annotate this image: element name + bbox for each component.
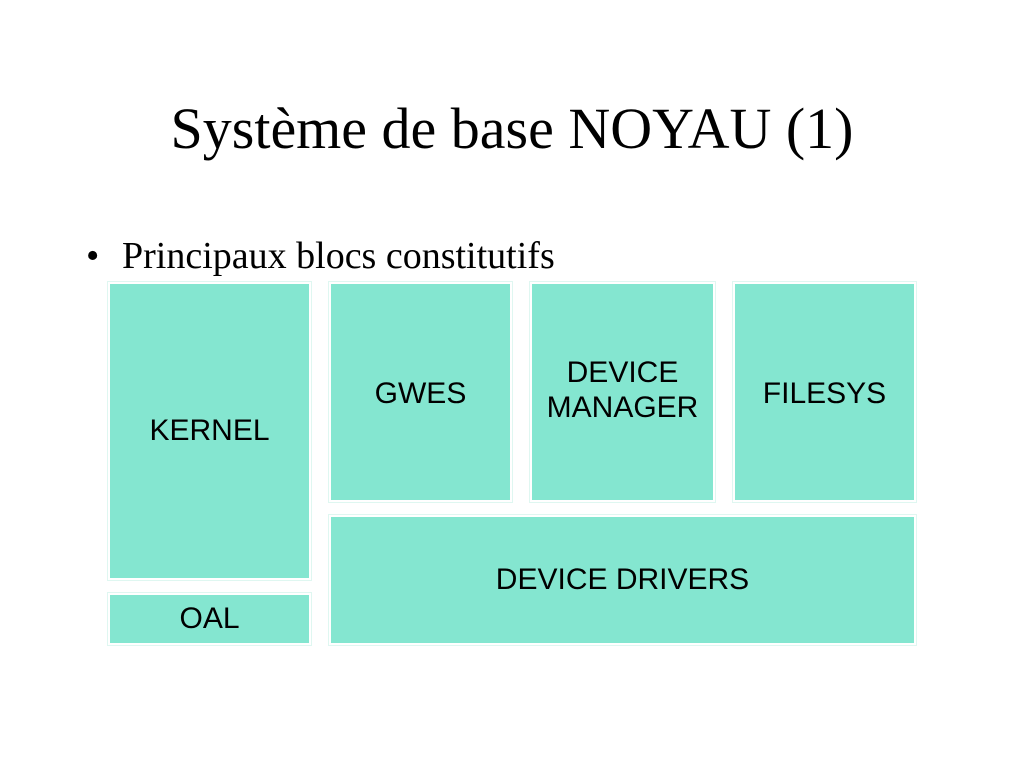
block-device-manager-label: DEVICE MANAGER bbox=[547, 355, 699, 425]
block-device-manager-line1: DEVICE bbox=[566, 356, 679, 389]
block-device-manager: DEVICE MANAGER bbox=[530, 282, 715, 502]
block-device-manager-line2: MANAGER bbox=[546, 391, 699, 425]
block-device-drivers: DEVICE DRIVERS bbox=[329, 515, 916, 645]
block-gwes-label: GWES bbox=[374, 377, 467, 410]
block-oal-label: OAL bbox=[179, 602, 240, 636]
block-gwes: GWES bbox=[329, 282, 512, 502]
block-kernel: KERNEL bbox=[108, 282, 311, 580]
slide-title: Système de base NOYAU (1) bbox=[170, 96, 854, 161]
block-kernel-label: KERNEL bbox=[149, 414, 270, 448]
block-filesys-label: FILESYS bbox=[762, 377, 887, 410]
block-filesys: FILESYS bbox=[733, 282, 916, 502]
bullet-item: • Principaux blocs constitutifs bbox=[86, 235, 555, 278]
block-oal: OAL bbox=[108, 593, 311, 645]
block-device-drivers-label: DEVICE DRIVERS bbox=[495, 563, 750, 597]
bullet-symbol: • bbox=[86, 235, 100, 277]
bullet-text: Principaux blocs constitutifs bbox=[122, 235, 555, 277]
